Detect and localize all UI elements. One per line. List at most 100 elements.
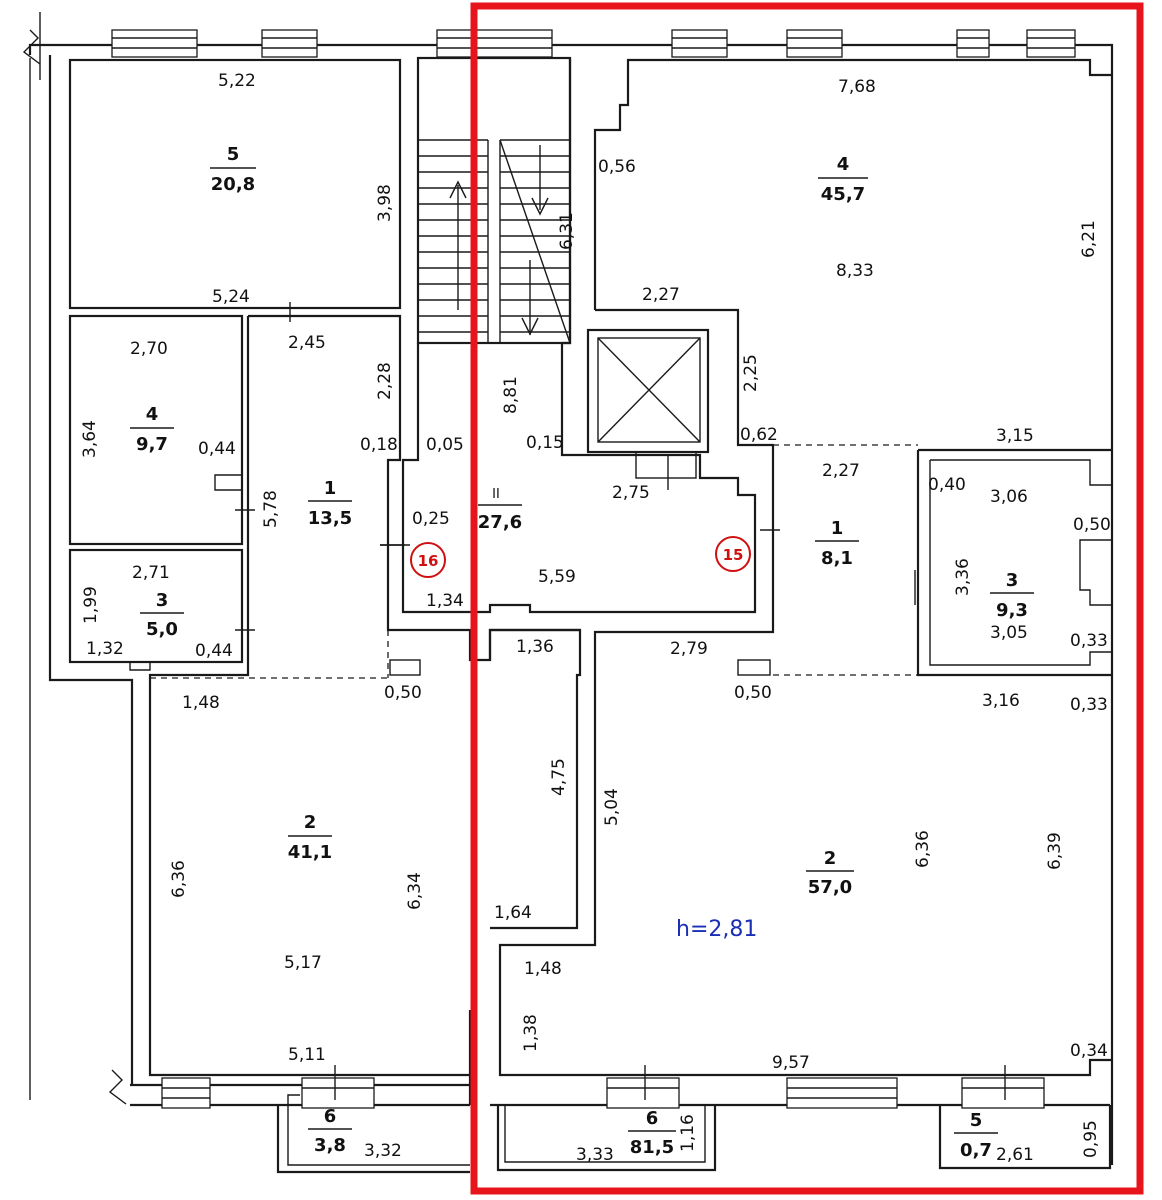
svg-text:27,6: 27,6: [478, 512, 522, 533]
dim: 0,34: [1070, 1041, 1108, 1061]
svg-text:6: 6: [324, 1106, 337, 1127]
room-label-right-4: 4 45,7: [818, 154, 868, 205]
dim: 3,06: [990, 487, 1028, 507]
dim: 5,59: [538, 567, 576, 587]
dim: 3,16: [982, 691, 1020, 711]
dim: 0,95: [1081, 1120, 1101, 1158]
top-windows: [111, 29, 1076, 58]
dim: 0,15: [526, 433, 564, 453]
dim: 1,38: [521, 1014, 541, 1052]
dim: 2,79: [670, 639, 708, 659]
dim: 0,33: [1070, 695, 1108, 715]
room-labels: 5 20,8 4 9,7 3 5,0 1 13,5 2 41,1 6 3,8: [130, 144, 1034, 1161]
svg-text:20,8: 20,8: [211, 174, 255, 195]
bottom-windows: [161, 1077, 1045, 1109]
dim: 0,40: [928, 475, 966, 495]
dim: 1,36: [516, 637, 554, 657]
room-label-right-1: 1 8,1: [815, 518, 859, 569]
room-label-left-3: 3 5,0: [140, 590, 184, 640]
svg-text:3: 3: [1006, 570, 1019, 591]
svg-text:5: 5: [970, 1110, 983, 1131]
room-label-left-2: 2 41,1: [288, 812, 332, 863]
svg-text:6: 6: [646, 1108, 659, 1129]
svg-text:16: 16: [418, 552, 439, 570]
dim: 6,34: [405, 872, 425, 910]
dim: 0,56: [598, 157, 636, 177]
outer-walls: [22, 12, 1114, 1165]
dim: 0,18: [360, 435, 398, 455]
dim: 2,61: [996, 1145, 1034, 1165]
room-label-left-1: 1 13,5: [308, 478, 352, 529]
dim: 2,75: [612, 483, 650, 503]
dim: 5,22: [218, 71, 256, 91]
svg-text:4: 4: [146, 404, 159, 425]
dim: 0,33: [1070, 631, 1108, 651]
marker-15: 15: [715, 536, 751, 572]
dim: 6,36: [913, 830, 933, 868]
svg-text:0,7: 0,7: [960, 1140, 992, 1161]
dim: 6,31: [557, 212, 577, 250]
svg-text:9,7: 9,7: [136, 434, 168, 455]
ceiling-height: h=2,81: [676, 917, 757, 942]
dim: 8,81: [501, 376, 521, 414]
dim: 0,62: [740, 425, 778, 445]
dim: 9,57: [772, 1053, 810, 1073]
svg-text:II: II: [492, 487, 500, 502]
dimension-labels: 5,22 3,98 5,24 2,70 3,64 0,44 2,45 2,28 …: [80, 71, 1111, 1165]
dim: 1,48: [182, 693, 220, 713]
svg-text:4: 4: [837, 154, 850, 175]
dim: 2,28: [375, 362, 395, 400]
dim: 2,25: [741, 354, 761, 392]
svg-text:15: 15: [723, 546, 744, 564]
right-balconies: [496, 1105, 1112, 1172]
dim: 3,64: [80, 420, 100, 458]
svg-text:13,5: 13,5: [308, 508, 352, 529]
stair-hall-walls: [380, 58, 757, 614]
svg-text:2: 2: [304, 812, 317, 833]
dim: 3,05: [990, 623, 1028, 643]
dim: 2,70: [130, 339, 168, 359]
dim: 5,24: [212, 287, 250, 307]
dim: 3,36: [953, 558, 973, 596]
dim: 2,27: [642, 285, 680, 305]
svg-text:1: 1: [324, 478, 337, 499]
dim: 6,21: [1079, 220, 1099, 258]
svg-text:3,8: 3,8: [314, 1135, 346, 1156]
dim: 0,44: [195, 641, 233, 661]
svg-text:5: 5: [227, 144, 240, 165]
svg-text:45,7: 45,7: [821, 184, 865, 205]
dim: 5,11: [288, 1045, 326, 1065]
dim: 4,75: [549, 758, 569, 796]
dim: 0,25: [412, 509, 450, 529]
dim: 1,48: [524, 959, 562, 979]
marker-16: 16: [410, 542, 446, 578]
svg-text:41,1: 41,1: [288, 842, 332, 863]
svg-text:9,3: 9,3: [996, 600, 1028, 621]
svg-text:57,0: 57,0: [808, 877, 852, 898]
dim: 6,36: [169, 860, 189, 898]
dim: 5,17: [284, 953, 322, 973]
room-label-left-5: 5 20,8: [210, 144, 256, 195]
room-label-right-2: 2 57,0: [806, 848, 854, 898]
room-label-stair-hall: II 27,6: [478, 487, 522, 533]
dim: 1,16: [678, 1114, 698, 1152]
room-label-left-6: 6 3,8: [308, 1106, 352, 1156]
dim: 8,33: [836, 261, 874, 281]
highlight-frame: [470, 2, 1144, 1195]
dim: 3,32: [364, 1141, 402, 1161]
dim: 2,27: [822, 461, 860, 481]
room-label-right-6: 6 81,5: [628, 1108, 676, 1158]
dim: 3,15: [996, 426, 1034, 446]
right-rooms-walls: [488, 58, 1112, 1100]
dim: 0,44: [198, 439, 236, 459]
dim: 1,64: [494, 903, 532, 923]
elevator-shaft: [586, 328, 710, 490]
svg-text:5,0: 5,0: [146, 619, 178, 640]
left-balcony: [276, 1094, 470, 1174]
left-rooms-walls: [68, 58, 580, 1100]
svg-text:3: 3: [156, 590, 169, 611]
dim: 3,33: [576, 1145, 614, 1165]
dim: 2,71: [132, 563, 170, 583]
svg-text:81,5: 81,5: [630, 1137, 674, 1158]
